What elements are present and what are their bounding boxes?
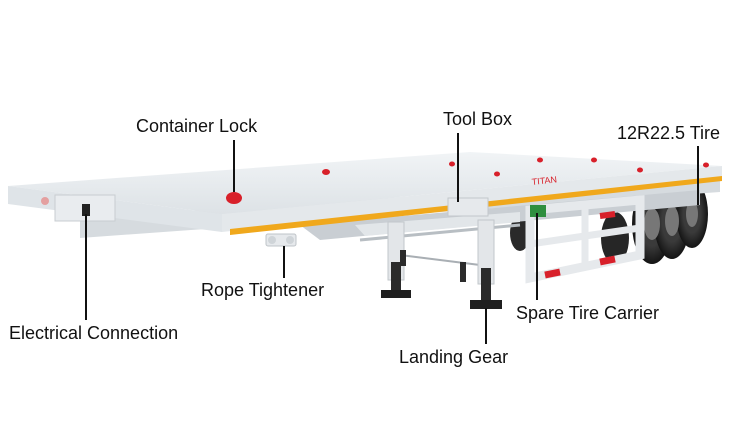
container-locks xyxy=(226,157,709,204)
label-rope-tightener: Rope Tightener xyxy=(201,280,325,300)
hub xyxy=(665,206,679,236)
warning-stripe xyxy=(599,211,616,219)
rope-tightener xyxy=(265,233,297,247)
container-lock xyxy=(449,161,455,167)
landing-gear xyxy=(381,219,502,309)
label-landing-gear: Landing Gear xyxy=(399,347,509,367)
tire xyxy=(601,212,629,264)
container-lock xyxy=(637,167,643,173)
container-lock xyxy=(703,162,709,168)
container-lock xyxy=(537,157,543,163)
brand-mark: TITAN xyxy=(531,174,557,187)
label-spare-tire-carrier: Spare Tire Carrier xyxy=(516,303,660,323)
label-electrical-connection: Electrical Connection xyxy=(9,323,179,343)
container-lock xyxy=(591,157,597,163)
container-lock xyxy=(494,171,500,177)
container-lock xyxy=(226,192,242,204)
warning-stripe xyxy=(544,268,561,279)
electrical-socket xyxy=(82,204,90,216)
warning-stripe xyxy=(599,255,616,266)
label-container-lock: Container Lock xyxy=(136,116,258,136)
label-tool-box: Tool Box xyxy=(443,109,513,129)
trailer-deck: TITAN xyxy=(8,152,722,235)
spare-tire-carrier-frame xyxy=(525,195,645,284)
deck-top xyxy=(8,152,722,214)
hub xyxy=(686,201,698,227)
container-lock xyxy=(322,169,330,175)
leader-lines xyxy=(85,133,699,344)
label-tire: 12R22.5 Tire xyxy=(617,123,721,143)
badge-icon xyxy=(41,197,49,205)
hub xyxy=(644,208,660,240)
side-toolbox xyxy=(447,197,489,217)
spare-tire-mount xyxy=(530,205,546,217)
